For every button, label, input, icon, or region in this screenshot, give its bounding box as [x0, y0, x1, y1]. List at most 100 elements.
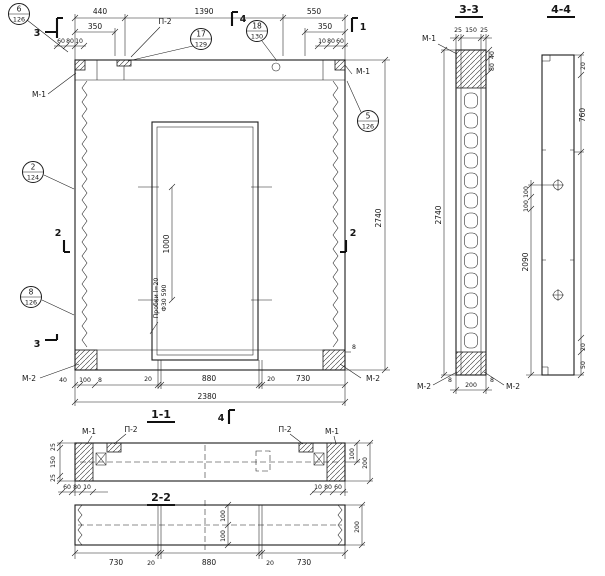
s11-p2-right — [298, 442, 314, 453]
dim-880-b: 880 — [202, 374, 217, 383]
s33-top-cap — [455, 49, 487, 89]
core-cell — [464, 132, 478, 149]
dim-150-s33: 150 — [465, 27, 477, 34]
section-3-3-title: 3-3 — [459, 3, 479, 16]
dim-760-s44: 760 — [578, 108, 587, 123]
s33-bottom-cap — [455, 351, 487, 376]
dim-100-s11: 100 — [349, 448, 356, 460]
mark-p2-s11-r: П-2 — [278, 425, 291, 434]
ext-lines-top — [74, 14, 346, 60]
cut-4-top-flag — [230, 10, 238, 26]
mark-m1-front-right: М-1 — [356, 67, 370, 76]
callout-18-leader — [261, 40, 278, 62]
dim-60-s11-l: 60 — [63, 484, 71, 491]
mark-m2-front-left: М-2 — [22, 374, 36, 383]
p2-s11-leader-l — [113, 433, 127, 445]
section-2-2: 2-2 100 100 200 730 20 880 20 730 — [71, 491, 366, 567]
dim-730-b: 730 — [296, 374, 311, 383]
dim-20-s44-bot: 20 — [580, 343, 587, 351]
dim-60-s11-r: 60 — [334, 484, 342, 491]
panel-outline — [74, 59, 346, 371]
door-opening-outer — [151, 121, 259, 361]
keyway-right — [332, 80, 339, 348]
s11-right-ticks — [353, 439, 374, 485]
dim-row3-ticks — [53, 42, 349, 50]
core-cell — [464, 172, 478, 189]
s33-right-ticks — [485, 46, 493, 76]
section-1-1: 1-1 4 М-1 П-2 П-2 М-1 25 150 25 60 80 10… — [50, 408, 374, 496]
s22-outline — [74, 504, 346, 546]
core-cell — [464, 292, 478, 309]
rebar-ticks — [138, 186, 272, 301]
cut-2-right-flag — [340, 240, 348, 254]
s11-right-dims — [345, 442, 373, 482]
m2-leader-right — [339, 363, 362, 379]
m1-s11-leader-r — [333, 435, 337, 445]
s44-hole-axes — [552, 179, 564, 301]
embed-m1-right — [334, 59, 346, 71]
callout-2-leader — [43, 174, 75, 190]
mark-m1-s11-l: М-1 — [82, 427, 96, 436]
dim-50-s44: 50 — [580, 361, 587, 369]
callouts: 6 126 17 129 18 130 5 126 2 124 8 126 — [8, 3, 379, 316]
m2-s33-leader-r — [483, 371, 505, 386]
callout-6-num: 6 — [17, 5, 22, 14]
dim-730-s22-r: 730 — [297, 558, 312, 567]
s44-right-ticks — [577, 51, 585, 379]
callout-5-sheet: 126 — [362, 123, 374, 131]
s44-left-ticks — [527, 181, 535, 379]
bearing-pad-right — [322, 349, 346, 371]
m1-s11-leader-l — [86, 435, 93, 445]
dim-2380: 2380 — [197, 392, 216, 401]
mark-m1-s33: М-1 — [422, 34, 436, 43]
cut-3-bottom-flag — [45, 334, 59, 342]
cut-3-bottom: 3 — [34, 339, 41, 350]
cut-4-bottom: 4 — [218, 413, 225, 424]
dim-20-s44-top: 20 — [580, 62, 587, 70]
dim-440: 440 — [93, 7, 108, 16]
s11-left-ticks — [56, 439, 64, 485]
dim-2090-s44: 2090 — [521, 252, 530, 271]
callout-18-num: 18 — [252, 22, 262, 31]
dim-100-s44-b: 100 — [523, 200, 530, 212]
ext-lines-bottom — [74, 360, 346, 406]
dim-2740-ticks — [381, 56, 389, 374]
dim-40-bl: 40 — [59, 377, 67, 384]
s11-plug-detail — [255, 450, 271, 472]
dim-10-s11-r: 10 — [314, 484, 322, 491]
dim-350-left: 350 — [88, 22, 103, 31]
dim-200-s11: 200 — [362, 457, 369, 469]
note-leader — [149, 321, 159, 335]
door-opening-inner — [156, 126, 254, 356]
s11-anchor-left — [95, 452, 107, 466]
cut-2-left-flag — [62, 240, 70, 254]
cut-markers: 3 3 2 2 1 4 — [34, 10, 367, 350]
dim-20-b1: 20 — [144, 376, 152, 383]
section-4-4-title: 4-4 — [551, 3, 571, 16]
callout-18-sheet: 130 — [251, 33, 263, 41]
dim-row1-ticks — [71, 14, 349, 22]
cut-3-top: 3 — [34, 28, 41, 39]
note-line1: Пробки l=20 — [152, 278, 160, 319]
s11-anchor-left-x — [95, 452, 107, 466]
cut-4-bottom-flag — [227, 408, 235, 424]
section-3-3: 3-3 М-1 25 150 25 40 80 2740 200 8 8 М-2… — [417, 3, 520, 394]
callout-17-sheet: 129 — [195, 41, 207, 49]
m2-s33-leader-l — [432, 371, 458, 386]
dim-row2-ticks — [71, 28, 349, 36]
ext-2740 — [345, 59, 390, 371]
lifting-loop — [271, 62, 281, 72]
s33-2740-ticks — [440, 46, 448, 379]
callout-8-leader — [41, 299, 75, 316]
dim-880-s22: 880 — [202, 558, 217, 567]
s22-200-ticks — [358, 501, 366, 549]
dim-100-s22-b: 100 — [220, 530, 227, 542]
mark-m2-s33-l: М-2 — [417, 382, 431, 391]
dim-100-bl: 100 — [79, 377, 91, 384]
cut-1-top-right: 1 — [360, 22, 367, 33]
s44-left-dim — [526, 180, 553, 376]
dim-8-s33-r: 8 — [490, 377, 494, 384]
dim-2740-s33: 2740 — [434, 205, 443, 224]
dim-1390: 1390 — [194, 7, 213, 16]
